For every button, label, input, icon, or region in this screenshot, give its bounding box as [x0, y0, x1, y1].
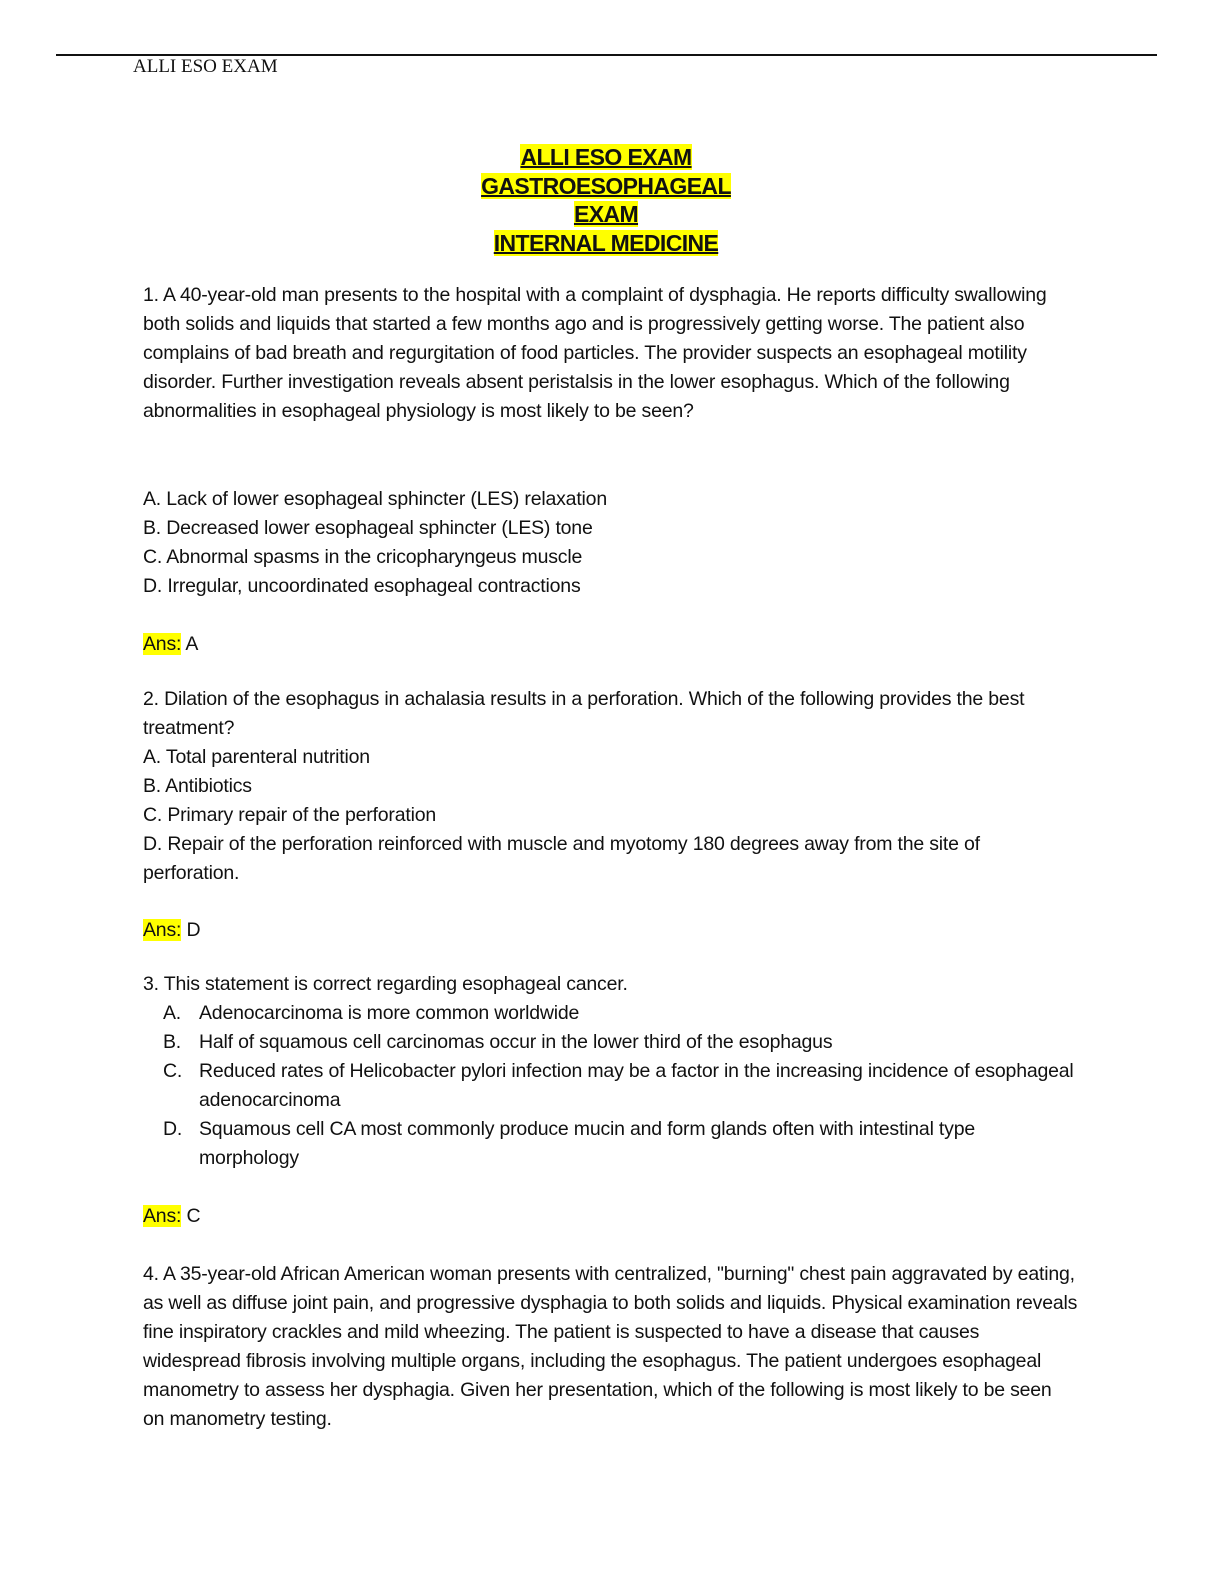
question-3: 3. This statement is correct regarding e…	[143, 970, 1078, 1173]
option-text: Squamous cell CA most commonly produce m…	[199, 1118, 975, 1169]
option: A. Lack of lower esophageal sphincter (L…	[143, 488, 607, 510]
title-line: EXAM	[573, 201, 639, 227]
answer-label: Ans:	[143, 919, 182, 941]
title-line: INTERNAL MEDICINE	[493, 229, 719, 256]
option: B. Antibiotics	[143, 775, 252, 797]
answer-2: Ans: D	[143, 916, 1078, 945]
question-text: 1. A 40-year-old man presents to the hos…	[143, 284, 1047, 422]
option: A. Adenocarcinoma is more common worldwid…	[143, 999, 1078, 1028]
answer-label: Ans:	[143, 633, 182, 655]
answer-label: Ans:	[143, 1205, 182, 1227]
option: C. Primary repair of the perforation	[143, 804, 437, 826]
question-1-options: A. Lack of lower esophageal sphincter (L…	[143, 485, 1078, 601]
option: C. Abnormal spasms in the cricopharyngeu…	[143, 546, 583, 568]
question-text: 2. Dilation of the esophagus in achalasi…	[143, 688, 1025, 739]
option-text: Half of squamous cell carcinomas occur i…	[199, 1031, 833, 1053]
option: C. Reduced rates of Helicobacter pylori i…	[143, 1057, 1078, 1115]
answer-value: A	[181, 633, 199, 655]
option-letter: A.	[163, 1002, 182, 1024]
title-line: GASTROESOPHAGEAL	[481, 172, 732, 199]
answer-3: Ans: C	[143, 1202, 1078, 1231]
answer-value: C	[181, 1205, 201, 1227]
option: D. Repair of the perforation reinforced …	[143, 833, 980, 884]
question-text: 3. This statement is correct regarding e…	[143, 973, 628, 995]
option-text: Reduced rates of Helicobacter pylori inf…	[199, 1060, 1074, 1111]
answer-value: D	[181, 919, 201, 941]
title-line: ALLI ESO EXAM	[520, 144, 692, 170]
option: B. Decreased lower esophageal sphincter …	[143, 517, 593, 539]
option-letter: C.	[163, 1060, 183, 1082]
option: B. Half of squamous cell carcinomas occur…	[143, 1028, 1078, 1057]
option-letter: D.	[163, 1118, 183, 1140]
answer-1: Ans: A	[143, 630, 1078, 659]
question-4-stem: 4. A 35-year-old African American woman …	[143, 1260, 1078, 1434]
option-letter: B.	[163, 1031, 182, 1053]
option-text: Adenocarcinoma is more common worldwide	[199, 1002, 580, 1024]
option: D. Squamous cell CA most commonly produce…	[143, 1115, 1078, 1173]
question-1-stem: 1. A 40-year-old man presents to the hos…	[143, 281, 1078, 426]
option: A. Total parenteral nutrition	[143, 746, 370, 768]
option: D. Irregular, uncoordinated esophageal c…	[143, 575, 581, 597]
header-rule	[56, 54, 1157, 56]
document-title: ALLI ESO EXAM GASTROESOPHAGEAL EXAM INTE…	[0, 143, 1212, 257]
question-2: 2. Dilation of the esophagus in achalasi…	[143, 685, 1078, 888]
running-header: ALLI ESO EXAM	[133, 56, 278, 77]
question-text: 4. A 35-year-old African American woman …	[143, 1263, 1078, 1430]
